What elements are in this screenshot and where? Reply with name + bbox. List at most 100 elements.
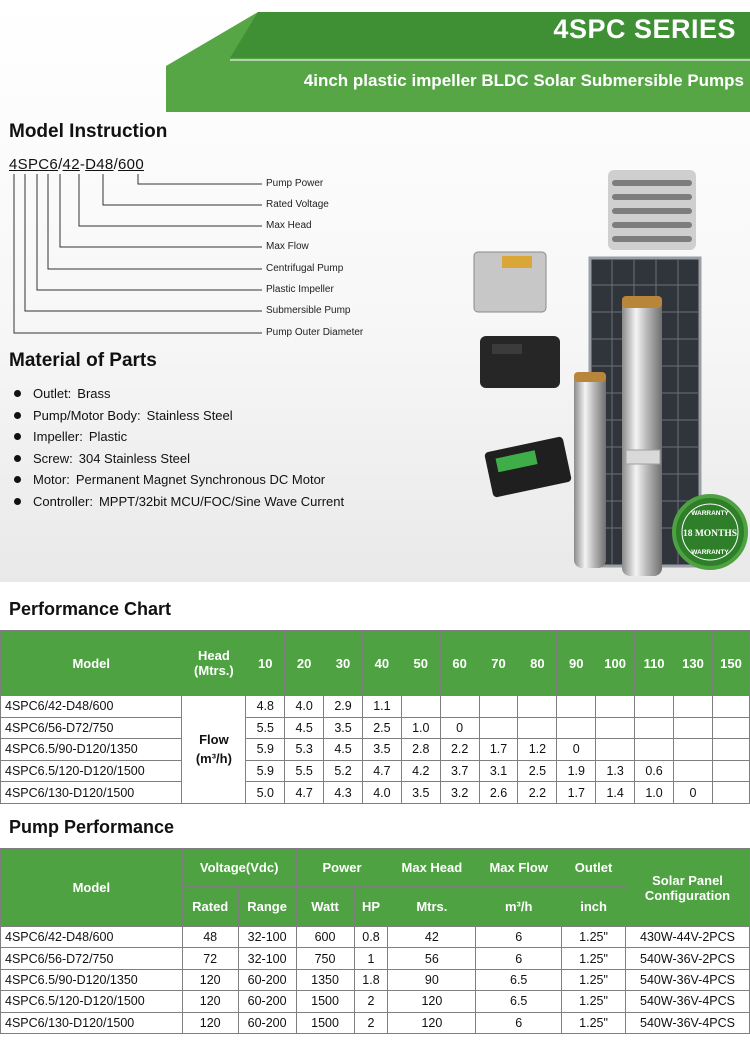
flow-value-cell: 4.5 — [323, 738, 363, 761]
model-instruction-heading: Model Instruction — [9, 121, 168, 142]
model-cell: 4SPC6/130-D120/1500 — [0, 1011, 183, 1034]
banner-background — [166, 12, 750, 112]
flow-value-cell — [595, 716, 636, 740]
header-head-value: 110 — [634, 630, 675, 696]
legend-plastic-impeller: Plastic Impeller — [266, 284, 334, 295]
flow-value-cell — [517, 695, 558, 718]
flow-value-cell: 5.9 — [245, 738, 286, 761]
header-model: Model — [0, 848, 183, 927]
list-item: Outlet:Brass — [14, 383, 344, 405]
warranty-badge: WARRANTY 18 MONTHS WARRANTY — [672, 494, 748, 570]
header-model: Model — [0, 630, 183, 696]
head-cell: 120 — [387, 1011, 477, 1034]
solar-cell: 540W-36V-2PCS — [625, 947, 750, 970]
flow-value-cell: 5.9 — [245, 759, 286, 783]
code-part: D48 — [85, 156, 114, 173]
code-part: / — [113, 156, 119, 173]
range-cell: 60-200 — [237, 990, 297, 1013]
header-head: Head (Mtrs.) — [181, 630, 247, 696]
flow-value-cell: 1.0 — [400, 716, 441, 740]
header-range: Range — [237, 886, 297, 927]
model-cell: 4SPC6.5/120-D120/1500 — [0, 759, 183, 783]
pump-image — [574, 296, 662, 576]
table-header-row: Model Voltage(Vdc) Power Max Head Max Fl… — [0, 848, 750, 927]
flow-value-cell: 0 — [673, 781, 713, 804]
header-head-value: 10 — [245, 630, 286, 696]
code-part: P — [27, 156, 39, 173]
range-cell: 60-200 — [237, 1011, 297, 1034]
model-cell: 4SPC6/42-D48/600 — [0, 925, 183, 949]
flow-value-cell: 1.7 — [478, 738, 519, 761]
flow-value-cell — [634, 695, 675, 718]
hp-cell: 1.8 — [353, 968, 389, 992]
material-list: Outlet:Brass Pump/Motor Body:Stainless S… — [14, 383, 344, 512]
flow-value-cell: 4.2 — [400, 759, 441, 783]
range-cell: 32-100 — [237, 947, 297, 970]
flow-value-cell: 1.9 — [556, 759, 597, 783]
model-code-connector-lines — [13, 174, 262, 334]
flow-value-cell — [711, 781, 750, 804]
model-cell: 4SPC6.5/90-D120/1350 — [0, 968, 183, 992]
flow-value-cell: 1.3 — [595, 759, 636, 783]
legend-max-flow: Max Flow — [266, 241, 309, 252]
legend-max-head: Max Head — [266, 220, 312, 231]
bullet-icon — [14, 454, 21, 462]
flow-value-cell: 0 — [439, 716, 480, 740]
flow-value-cell — [634, 738, 675, 761]
solar-cell: 540W-36V-4PCS — [625, 990, 750, 1013]
header-rated: Rated — [181, 886, 239, 927]
model-cell: 4SPC6.5/90-D120/1350 — [0, 738, 183, 761]
header-inch: inch — [561, 886, 627, 927]
header-head-value: 60 — [439, 630, 480, 696]
flow-value-cell: 2.2 — [517, 781, 558, 804]
flow-value-cell — [711, 738, 750, 761]
flow-value-cell: 3.5 — [361, 738, 402, 761]
watt-cell: 1350 — [295, 968, 355, 992]
flow-value-cell — [673, 759, 713, 783]
header-head-value: 70 — [478, 630, 519, 696]
list-item: Controller:MPPT/32bit MCU/FOC/Sine Wave … — [14, 491, 344, 513]
flow-value-cell: 4.8 — [245, 695, 286, 718]
header-m3h: m³/h — [475, 886, 563, 927]
outlet-cell: 1.25" — [561, 1011, 627, 1034]
hp-cell: 2 — [353, 1011, 389, 1034]
flow-label: Flow — [199, 732, 229, 748]
flow-value-cell: 4.7 — [284, 781, 325, 804]
header-mtrs: Mtrs. — [387, 886, 477, 927]
flow-value-cell: 2.2 — [439, 738, 480, 761]
list-item: Impeller:Plastic — [14, 426, 344, 448]
header-head-value: 130 — [673, 630, 713, 696]
table-header-row: Rated Range Watt HP Mtrs. m³/h inch — [1, 886, 750, 927]
model-cell: 4SPC6/130-D120/1500 — [0, 781, 183, 804]
flow-value-cell — [673, 695, 713, 718]
rated-cell: 48 — [181, 925, 239, 949]
bullet-icon — [14, 497, 21, 505]
flow-value-cell — [517, 716, 558, 740]
outlet-cell: 1.25" — [561, 925, 627, 949]
flow-value-cell — [595, 695, 636, 718]
flow-value-cell: 3.5 — [323, 716, 363, 740]
range-cell: 60-200 — [237, 968, 297, 992]
flow-value-cell: 5.3 — [284, 738, 325, 761]
flow-value-cell: 0 — [556, 738, 597, 761]
flow-value-cell — [711, 695, 750, 718]
solar-cell: 540W-36V-4PCS — [625, 1011, 750, 1034]
flow-value-cell — [556, 716, 597, 740]
code-part: / — [58, 156, 63, 173]
list-item: Screw:304 Stainless Steel — [14, 448, 344, 470]
solar-cell: 430W-44V-2PCS — [625, 925, 750, 949]
legend-rated-voltage: Rated Voltage — [266, 199, 329, 210]
flow-value-cell: 4.5 — [284, 716, 325, 740]
flow-value-cell — [711, 716, 750, 740]
flow-value-cell: 2.8 — [400, 738, 441, 761]
flow-cell: 6 — [475, 925, 563, 949]
watt-cell: 750 — [295, 947, 355, 970]
header-head-value: 90 — [556, 630, 597, 696]
controller-image — [473, 251, 572, 498]
